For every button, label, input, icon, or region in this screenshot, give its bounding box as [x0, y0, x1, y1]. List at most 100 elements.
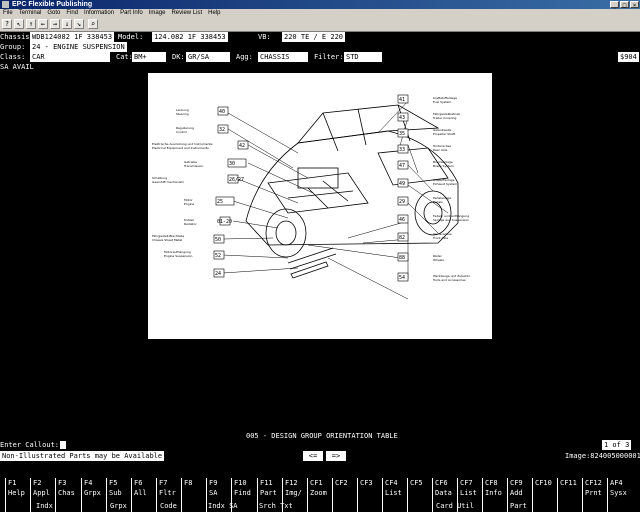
fkey-sub-grpx: Grpx [110, 502, 127, 510]
callout-40[interactable]: 40 [219, 109, 225, 115]
svg-text:Fahrgestellbetrieb: Fahrgestellbetrieb [433, 112, 460, 116]
callout-54[interactable]: 54 [399, 275, 405, 281]
svg-text:Motoraufhängung: Motoraufhängung [164, 250, 191, 254]
arrow-down-right-icon[interactable]: ↘ [74, 19, 84, 29]
callout-35[interactable]: 35 [399, 131, 405, 137]
agg-value: CHASSIS [258, 52, 308, 62]
svg-text:Hinterachse: Hinterachse [433, 144, 451, 148]
callout-01-20[interactable]: 01-20 [217, 219, 232, 225]
arrow-up-icon[interactable]: ↑ [26, 19, 36, 29]
svg-text:Trailer Coupling: Trailer Coupling [432, 116, 456, 120]
callout-input[interactable] [60, 441, 66, 449]
filter-label: Filter: [314, 53, 344, 61]
callout-43[interactable]: 43 [399, 115, 405, 121]
title-bar: EPC Flexible Publishing _ □ × [0, 0, 640, 9]
menu-file[interactable]: File [3, 10, 13, 16]
menu-part-info[interactable]: Part Info [120, 10, 143, 16]
callout-50[interactable]: 50 [215, 237, 221, 243]
menu-goto[interactable]: Goto [47, 10, 61, 16]
menu-terminal[interactable]: Terminal [18, 10, 42, 16]
arrow-left-icon[interactable]: ← [38, 19, 48, 29]
callout-32[interactable]: 32 [219, 127, 225, 133]
svg-text:Brake System: Brake System [433, 164, 454, 168]
prev-button[interactable]: <= [303, 451, 323, 461]
callout-52[interactable]: 52 [215, 253, 221, 259]
class-value: CAR [30, 52, 110, 62]
fkey-cf10[interactable]: CF10 [532, 478, 562, 512]
callout-82[interactable]: 82 [399, 235, 405, 241]
callout-30[interactable]: 30 [229, 161, 235, 167]
arrow-down-icon[interactable]: ↓ [62, 19, 72, 29]
callout-49[interactable]: 49 [399, 181, 405, 187]
callout-88[interactable]: 88 [399, 255, 405, 261]
svg-text:Front Axle: Front Axle [433, 236, 448, 240]
menu-review-list[interactable]: Review List [171, 10, 203, 16]
svg-text:Pedalanlage: Pedalanlage [433, 196, 451, 200]
callout-47[interactable]: 47 [399, 163, 405, 169]
svg-text:Propeller Shaft: Propeller Shaft [433, 132, 456, 136]
arrow-right-icon[interactable]: → [50, 19, 60, 29]
svg-text:Fahrgestell-Blechteile: Fahrgestell-Blechteile [152, 234, 184, 238]
svg-text:Chassis Sheet Metal: Chassis Sheet Metal [152, 238, 182, 242]
sa-avail-label: SA AVAIL [0, 63, 34, 71]
svg-text:Gearshift mechanism: Gearshift mechanism [152, 180, 184, 184]
callout-33[interactable]: 33 [399, 147, 405, 153]
search-icon[interactable]: ⌕ [88, 19, 98, 29]
close-button[interactable]: × [630, 1, 639, 9]
callout-46[interactable]: 46 [399, 217, 405, 223]
menu-find[interactable]: Find [66, 10, 79, 16]
fkey-cf3[interactable]: CF3 [357, 478, 387, 512]
fkey-cf5[interactable]: CF5 [407, 478, 437, 512]
svg-text:Steering: Steering [176, 112, 189, 116]
header-row-group: Group: 24 - ENGINE SUSPENSION [0, 42, 640, 52]
page-indicator: 1 of 3 [602, 440, 632, 450]
window-title: EPC Flexible Publishing [12, 1, 93, 8]
callout-29[interactable]: 29 [399, 199, 405, 205]
menu-information[interactable]: Information [84, 10, 115, 16]
svg-text:Radiator: Radiator [184, 222, 197, 226]
callout-41[interactable]: 41 [399, 97, 405, 103]
fkey-sub-part: Part [510, 502, 527, 510]
help-icon[interactable]: ? [2, 19, 12, 29]
fkey-cf11[interactable]: CF11 [557, 478, 587, 512]
callout-25[interactable]: 25 [217, 199, 223, 205]
fkey-f8[interactable]: F8 [181, 478, 211, 512]
minimize-button[interactable]: _ [610, 1, 619, 9]
menu-image[interactable]: Image [148, 10, 166, 16]
arrow-up-left-icon[interactable]: ↖ [14, 19, 24, 29]
fkey-cf2[interactable]: CF2 [332, 478, 362, 512]
maximize-button[interactable]: □ [620, 1, 629, 9]
callout-42[interactable]: 42 [239, 143, 245, 149]
next-button[interactable]: => [326, 451, 346, 461]
callout-26-27[interactable]: 26/27 [229, 177, 244, 183]
group-label: Group: [0, 43, 26, 51]
callout-24[interactable]: 24 [215, 271, 221, 277]
menu-help[interactable]: Help [208, 10, 221, 16]
menu-bar: File Terminal Goto Find Information Part… [0, 9, 640, 18]
svg-text:Regulierung: Regulierung [176, 126, 194, 130]
svg-text:Federn und Aufhängung: Federn und Aufhängung [433, 214, 469, 218]
svg-text:Räder: Räder [433, 254, 443, 258]
svg-text:Lenkung: Lenkung [176, 108, 189, 112]
